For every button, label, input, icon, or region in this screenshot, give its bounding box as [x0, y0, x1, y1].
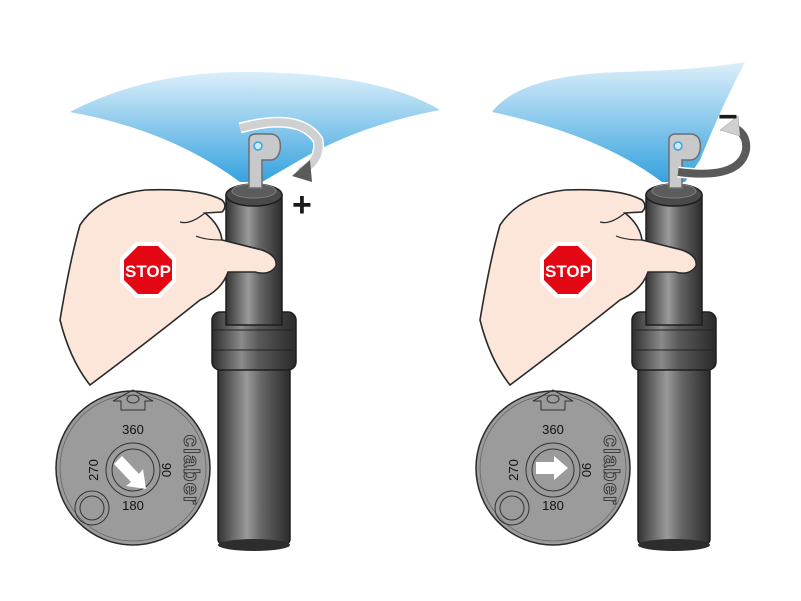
- dial-label-270: 270: [506, 459, 521, 481]
- stop-label: STOP: [125, 262, 171, 281]
- claber-logo: claber: [179, 435, 204, 506]
- dial-label-270: 270: [86, 459, 101, 481]
- stop-sign-icon: STOP: [540, 242, 596, 298]
- arc-dial: 360 180 270 90 claber: [55, 389, 211, 546]
- adjustment-key: [248, 133, 282, 189]
- stop-label: STOP: [545, 262, 591, 281]
- panel-decrease-arc: − STOP 360 180 270 90 claber: [475, 62, 752, 551]
- rotation-arrowhead-icon: [719, 115, 741, 137]
- dial-label-180: 180: [542, 498, 564, 513]
- dial-label-90: 90: [159, 463, 174, 477]
- rotation-arrow-icon: [677, 115, 752, 180]
- adjustment-key: [668, 133, 702, 189]
- adjust-symbol: −: [718, 98, 738, 136]
- rotation-arrowhead-icon: [292, 160, 312, 182]
- sprinkler-body: [631, 183, 717, 551]
- sprinkler-body: [211, 183, 297, 551]
- claber-logo: claber: [599, 435, 624, 506]
- stop-sign-icon: STOP: [120, 242, 176, 298]
- dial-label-360: 360: [542, 422, 564, 437]
- dial-label-180: 180: [122, 498, 144, 513]
- dial-label-360: 360: [122, 422, 144, 437]
- dial-label-90: 90: [579, 463, 594, 477]
- rotation-arrow-icon: [238, 116, 325, 182]
- water-spray: [492, 62, 745, 182]
- panel-increase-arc: + STOP 360 180 270 90 claber: [55, 71, 440, 551]
- arc-dial: 360 180 270 90 claber: [475, 389, 631, 546]
- adjust-symbol: +: [292, 186, 312, 224]
